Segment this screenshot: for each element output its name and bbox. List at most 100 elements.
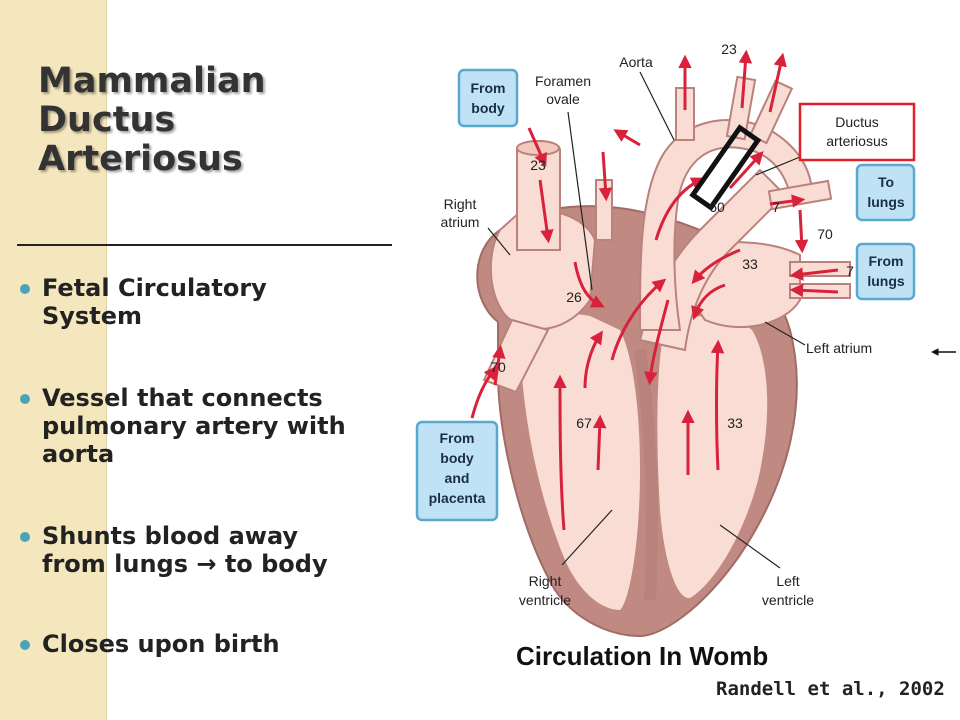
flow-arrow — [728, 151, 764, 190]
label-foramen-ovale-1: Foramen — [535, 73, 591, 89]
bullet-line: aorta — [42, 440, 115, 468]
flow-arrow — [538, 179, 554, 244]
box-from-lungs: From lungs — [855, 242, 916, 301]
title-line-3: Arteriosus — [38, 139, 243, 179]
bullet-text: Shunts blood away from lungs → to body — [42, 522, 390, 578]
number-pa-left: 60 — [709, 199, 725, 215]
number-pv-top: 70 — [817, 226, 833, 242]
box-placenta-line-4: placenta — [429, 490, 486, 506]
number-top: 23 — [721, 41, 737, 57]
flow-arrow — [598, 151, 613, 202]
number-pa-right: 7 — [772, 199, 780, 215]
number-pv-right: 7 — [846, 263, 854, 279]
box-placenta-line-1: From — [440, 430, 475, 446]
bullet-text: Vessel that connects pulmonary artery wi… — [42, 384, 390, 468]
pulmonary-branch-left — [595, 179, 613, 241]
flow-arrow — [583, 330, 603, 389]
label-foramen-ovale-2: ovale — [546, 91, 580, 107]
flow-arrow — [794, 209, 809, 254]
flow-arrow — [691, 248, 741, 285]
label-left-atrium: Left atrium — [806, 340, 872, 356]
label-left-ventricle-2: ventricle — [762, 592, 814, 608]
label-left-ventricle-1: Left — [776, 573, 799, 589]
bullet-dot-icon — [20, 284, 30, 294]
callout-line — [755, 156, 801, 176]
box-placenta-line-2: body — [440, 450, 474, 466]
title-divider — [17, 244, 392, 246]
inferior-vena-cava — [482, 318, 550, 394]
box-to-lungs-line-1: To — [878, 174, 894, 190]
flow-arrow — [769, 194, 806, 208]
box-from-body: From body — [457, 68, 519, 128]
box-from-body-placenta: From body and placenta — [415, 420, 499, 522]
flow-arrow — [644, 299, 670, 386]
title-line-2: Ductus — [38, 100, 176, 140]
interventricular-septum — [634, 349, 658, 601]
number-ivc: 70 — [490, 359, 506, 375]
bullet-line: Closes upon birth — [42, 630, 280, 658]
bullet-line: from lungs → to body — [42, 550, 328, 578]
bullet-line: Fetal Circulatory — [42, 274, 267, 302]
flow-arrow — [610, 278, 667, 361]
label-right-ventricle-1: Right — [529, 573, 562, 589]
bullet-line: System — [42, 302, 142, 330]
bullet-item: Closes upon birth — [20, 630, 390, 658]
title-line-1: Mammalian — [38, 61, 266, 101]
blood-flow-arrows — [470, 49, 839, 531]
bullet-dot-icon — [20, 640, 30, 650]
flow-arrow — [738, 49, 753, 109]
bullet-text: Fetal Circulatory System — [42, 274, 390, 330]
box-from-lungs-line-2: lungs — [867, 273, 905, 289]
number-svc: 23 — [530, 157, 546, 173]
citation: Randell et al., 2002 — [716, 678, 945, 700]
number-la: 33 — [742, 256, 758, 272]
ductus-highlight-box — [689, 124, 762, 212]
bullet-line: Vessel that connects — [42, 384, 323, 412]
box-from-body-line-1: From — [471, 80, 506, 96]
bullet-line: Shunts blood away — [42, 522, 299, 550]
bullet-dot-icon — [20, 532, 30, 542]
callout-line — [561, 509, 613, 566]
label-aorta: Aorta — [619, 54, 653, 70]
bullet-line: pulmonary artery with — [42, 412, 346, 440]
bullet-dot-icon — [20, 394, 30, 404]
label-right-atrium-2: atrium — [441, 214, 480, 230]
label-right-ventricle-2: ventricle — [519, 592, 571, 608]
bullet-item: Fetal Circulatory System — [20, 274, 390, 330]
callout-line — [639, 71, 675, 141]
flow-arrow — [592, 414, 607, 471]
flow-arrow — [789, 283, 839, 298]
box-from-body-line-2: body — [471, 100, 505, 116]
flow-arrow — [768, 52, 787, 113]
flow-arrow — [553, 374, 567, 531]
label-right-atrium-1: Right — [444, 196, 477, 212]
box-to-lungs: To lungs — [855, 163, 916, 222]
right-ventricle-cavity — [520, 314, 640, 610]
strip-edge — [106, 0, 107, 720]
callout-line — [487, 227, 511, 256]
diagram-caption: Circulation In Womb — [516, 641, 769, 671]
bullet-item: Shunts blood away from lungs → to body — [20, 522, 390, 578]
bullet-text: Closes upon birth — [42, 630, 390, 658]
flow-arrow — [789, 267, 839, 281]
box-placenta-line-3: and — [445, 470, 470, 486]
ductus-label-line-1: Ductus — [835, 114, 879, 130]
left-ventricle-cavity — [657, 315, 768, 599]
box-to-lungs-line-2: lungs — [867, 194, 905, 210]
flow-arrow — [613, 129, 641, 147]
flow-arrow — [470, 365, 498, 419]
bullet-item: Vessel that connects pulmonary artery wi… — [20, 384, 390, 468]
ductus-arteriosus-label-box: Ductus arteriosus — [798, 102, 916, 162]
flow-arrow — [573, 261, 605, 308]
decorative-strip — [0, 0, 106, 720]
box-from-lungs-line-1: From — [869, 253, 904, 269]
number-lv: 33 — [727, 415, 743, 431]
number-rv: 67 — [576, 415, 592, 431]
callout-line — [719, 524, 781, 569]
callout-line — [764, 321, 806, 346]
flow-arrow — [654, 177, 705, 241]
callout-lines — [487, 71, 806, 569]
flow-arrow — [691, 283, 726, 321]
flow-arrow — [527, 127, 547, 167]
